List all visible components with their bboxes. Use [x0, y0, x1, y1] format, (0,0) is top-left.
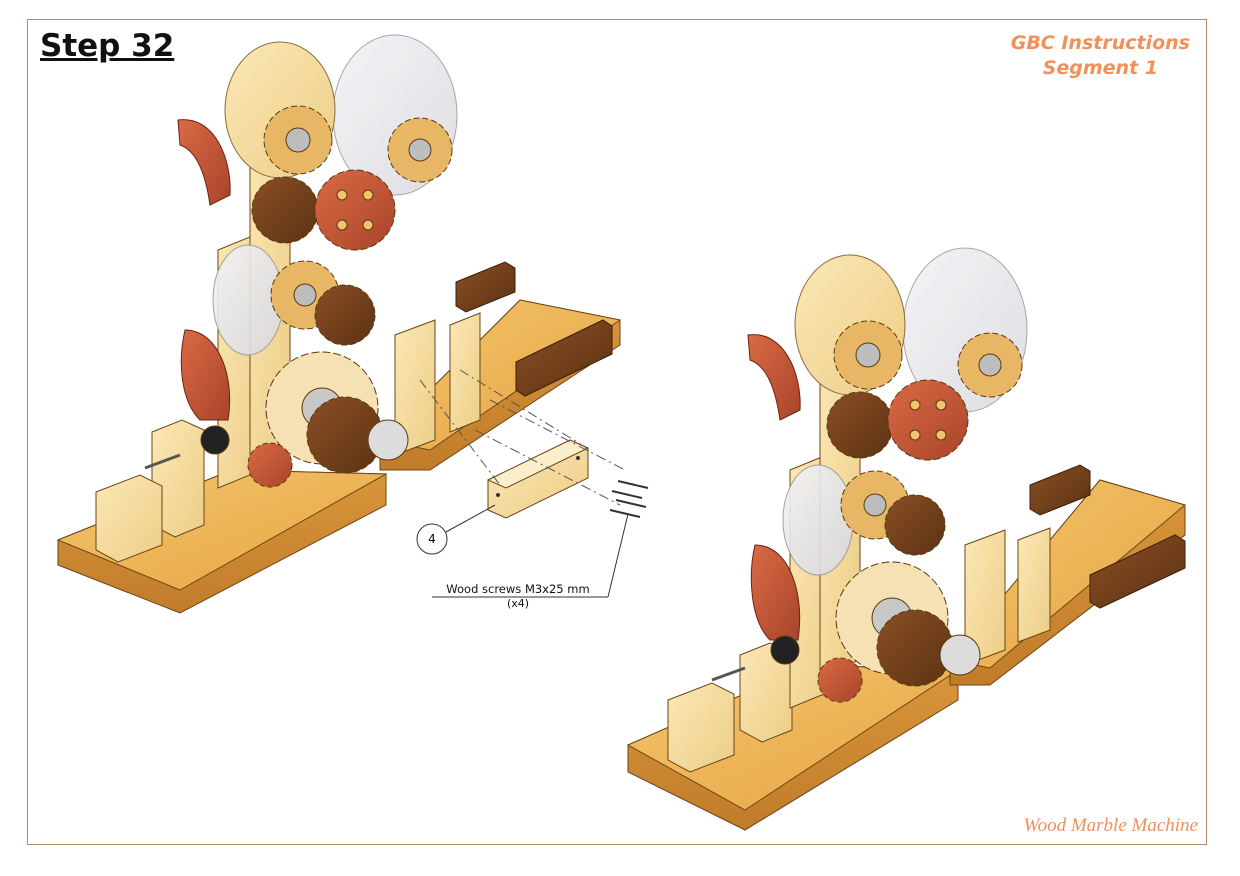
screw-callout-quantity: (x4) [506, 597, 530, 610]
brand-header: GBC Instructions Segment 1 [1011, 31, 1190, 81]
brand-line-1: GBC Instructions [1010, 32, 1190, 54]
page-frame [27, 19, 1207, 845]
left-assembly [56, 34, 622, 614]
step-title: Step 32 [40, 28, 175, 64]
screw-callout: Wood screws M3x25 mm (x4) [432, 582, 604, 610]
screw-callout-label: Wood screws M3x25 mm [446, 582, 590, 596]
part-number-balloon: 4 [428, 532, 436, 546]
brand-line-2: Segment 1 [1042, 57, 1159, 79]
exploded-block-part-4 [416, 369, 649, 598]
right-assembly [626, 247, 1187, 831]
footer-credit: Wood Marble Machine [1023, 815, 1199, 836]
